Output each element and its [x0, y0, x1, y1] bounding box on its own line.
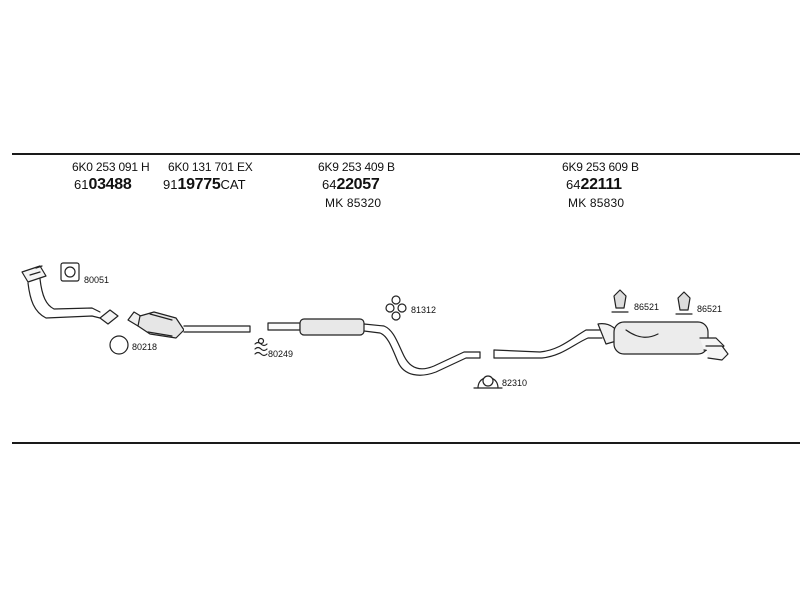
oe-number-catalyst: 6K0 131 701 EX	[168, 160, 253, 174]
part-number-rear-silencer: 6422111	[566, 176, 622, 193]
accessory-code-rubber-mount: 81312	[411, 305, 437, 315]
mk-number-middle-silencer: MK 85320	[325, 196, 382, 210]
ring-gasket-icon	[109, 335, 129, 355]
bottom-divider	[12, 442, 800, 444]
hanger-icon	[675, 291, 693, 315]
part-number-catalyst: 9119775CAT	[163, 176, 246, 193]
accessory-code-ring-gasket: 80218	[132, 342, 158, 352]
middle-silencer-part	[267, 318, 481, 376]
rear-silencer-part	[493, 321, 729, 361]
accessory-code-bolt: 80249	[268, 349, 294, 359]
oe-number-middle-silencer: 6K9 253 409 B	[318, 160, 395, 174]
accessory-code-clamp: 82310	[502, 378, 528, 388]
oe-number-front-pipe: 6K0 253 091 H	[72, 160, 150, 174]
bolt-spring-icon	[254, 337, 268, 357]
clamp-icon	[473, 375, 503, 389]
front-pipe-part	[21, 265, 119, 325]
top-divider	[12, 153, 800, 155]
accessory-code-hanger-1: 86521	[634, 302, 660, 312]
catalytic-converter-part	[127, 311, 251, 339]
oe-number-rear-silencer: 6K9 253 609 B	[562, 160, 639, 174]
rubber-mount-icon	[385, 295, 407, 321]
hanger-icon	[611, 289, 629, 313]
part-number-middle-silencer: 6422057	[322, 176, 380, 193]
accessory-code-gasket: 80051	[84, 275, 110, 285]
mk-number-rear-silencer: MK 85830	[568, 196, 625, 210]
accessory-code-hanger-2: 86521	[697, 304, 723, 314]
part-number-front-pipe: 6103488	[74, 176, 132, 193]
gasket-icon	[60, 262, 80, 282]
